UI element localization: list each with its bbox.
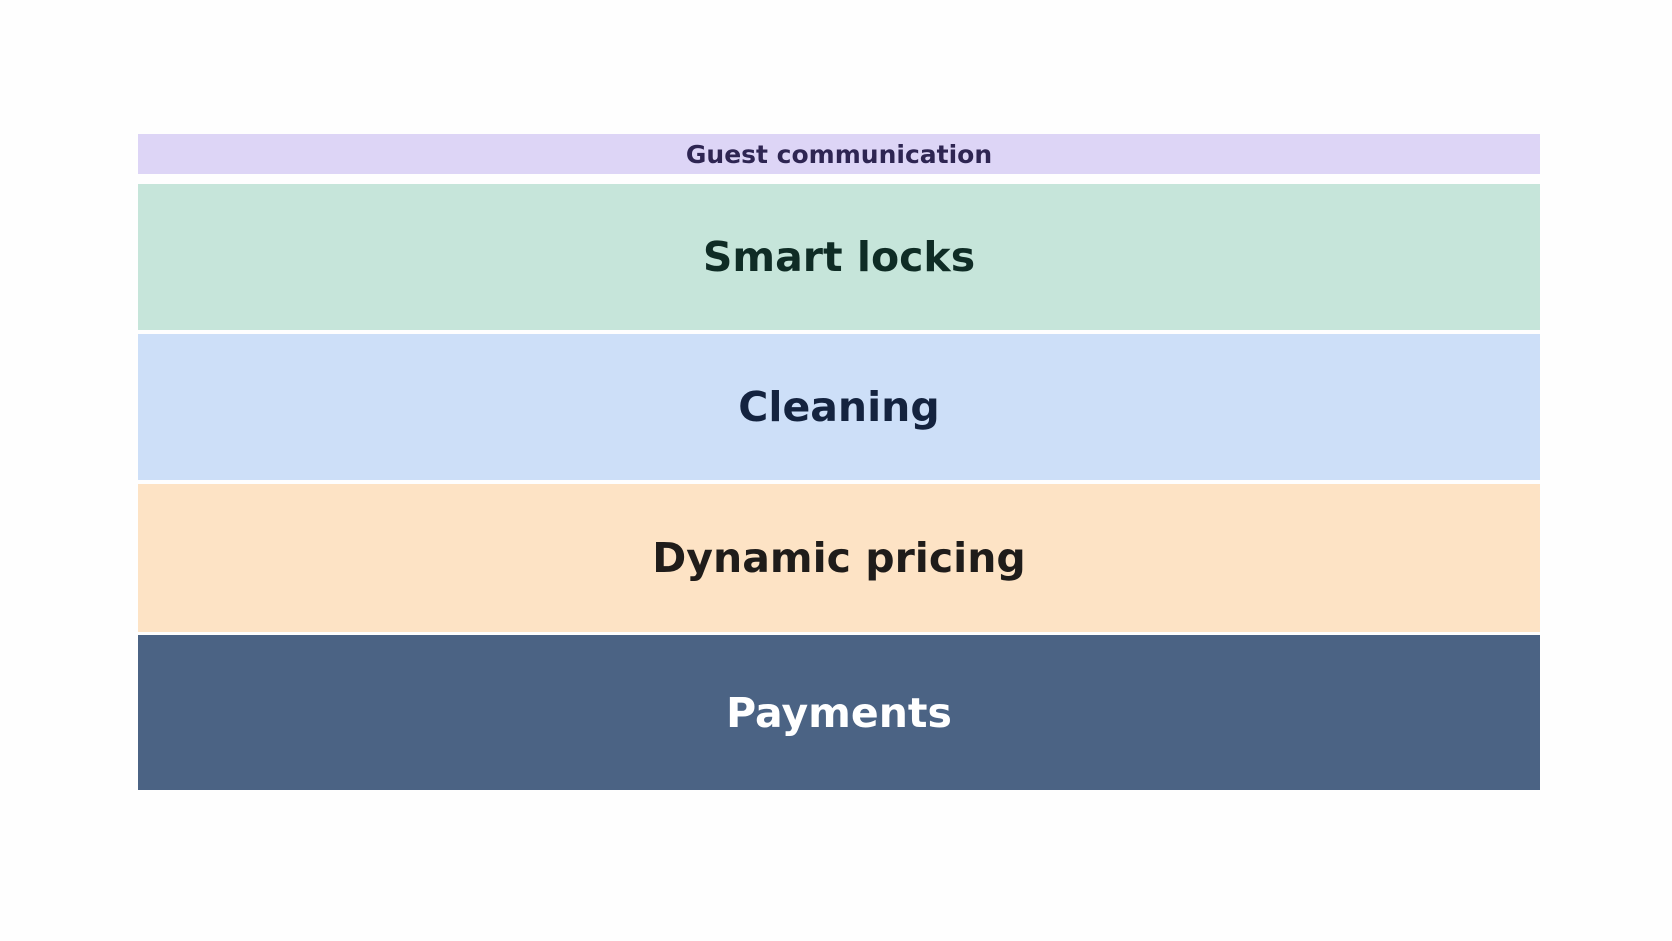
layer-stack-diagram: Guest communication Smart locks Cleaning…: [138, 134, 1540, 790]
layer-label: Dynamic pricing: [652, 534, 1026, 582]
layer-label: Smart locks: [702, 233, 976, 281]
layer-label: Cleaning: [738, 383, 940, 431]
layer-cleaning: Cleaning: [138, 334, 1540, 480]
layer-guest-communication: Guest communication: [138, 134, 1540, 174]
layer-dynamic-pricing: Dynamic pricing: [138, 484, 1540, 632]
layer-smart-locks: Smart locks: [138, 184, 1540, 330]
layer-payments: Payments: [138, 635, 1540, 790]
layer-label: Guest communication: [685, 139, 993, 169]
layer-label: Payments: [726, 688, 952, 737]
